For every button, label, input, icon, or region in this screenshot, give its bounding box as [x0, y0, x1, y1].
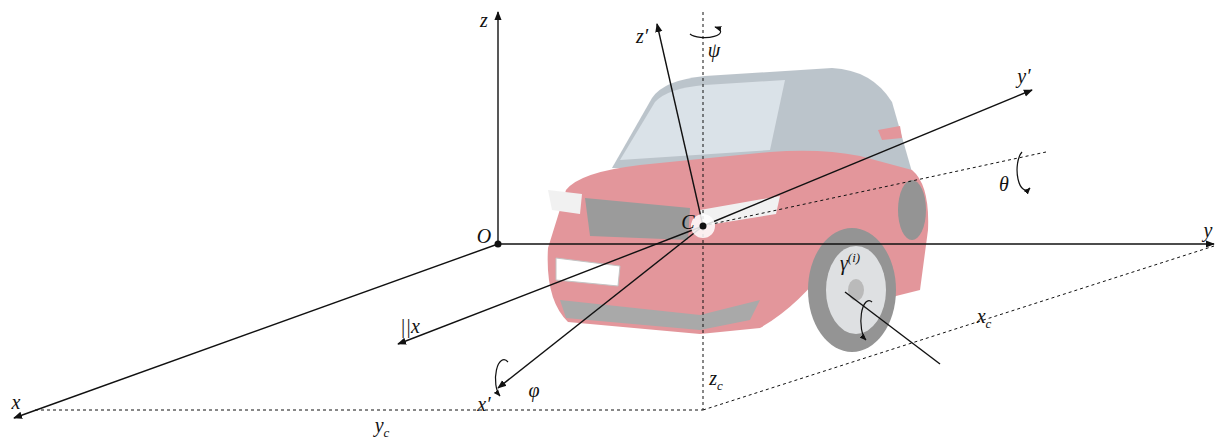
rotation-arrow: [690, 27, 721, 38]
axis-label: zc: [709, 368, 723, 392]
axis-label: ψ: [708, 40, 720, 60]
axis-label: y′: [1017, 66, 1030, 86]
axis-label: ||x: [400, 316, 420, 336]
axis-label: O: [477, 226, 491, 246]
rotation-arrow: [495, 360, 508, 396]
parallel-x-axis: [398, 226, 703, 344]
axis-label: C: [681, 212, 694, 232]
axis-label: θ: [999, 174, 1009, 194]
y-prime-axis: [703, 90, 1032, 226]
center-dot: [700, 223, 707, 230]
rotation-arrow: [1017, 152, 1030, 190]
y-axis: [498, 243, 1214, 244]
axis-label: y: [1204, 220, 1213, 240]
axis-label: γ(i): [840, 251, 860, 273]
ground-dashed: [35, 410, 703, 411]
axis-label: x: [12, 392, 21, 412]
z-prime-axis: [657, 24, 703, 226]
axis-label: z: [480, 10, 488, 30]
car-body: [548, 68, 929, 352]
x-prime-axis: [498, 226, 703, 388]
ground-dashed: [703, 246, 1214, 410]
axis-label: yc: [375, 415, 390, 439]
x-axis: [14, 244, 498, 418]
pitch-axis: [703, 152, 1046, 226]
origin-dot: [495, 241, 502, 248]
vertical-dashed: [703, 12, 704, 410]
axis-label: xc: [977, 306, 992, 330]
z-axis: [497, 12, 498, 244]
wheel-axis: [845, 292, 940, 364]
rotation-arrow: [861, 301, 872, 340]
axis-label: z′: [636, 26, 648, 46]
axis-label: x′: [477, 394, 490, 414]
axis-label: φ: [528, 380, 539, 400]
